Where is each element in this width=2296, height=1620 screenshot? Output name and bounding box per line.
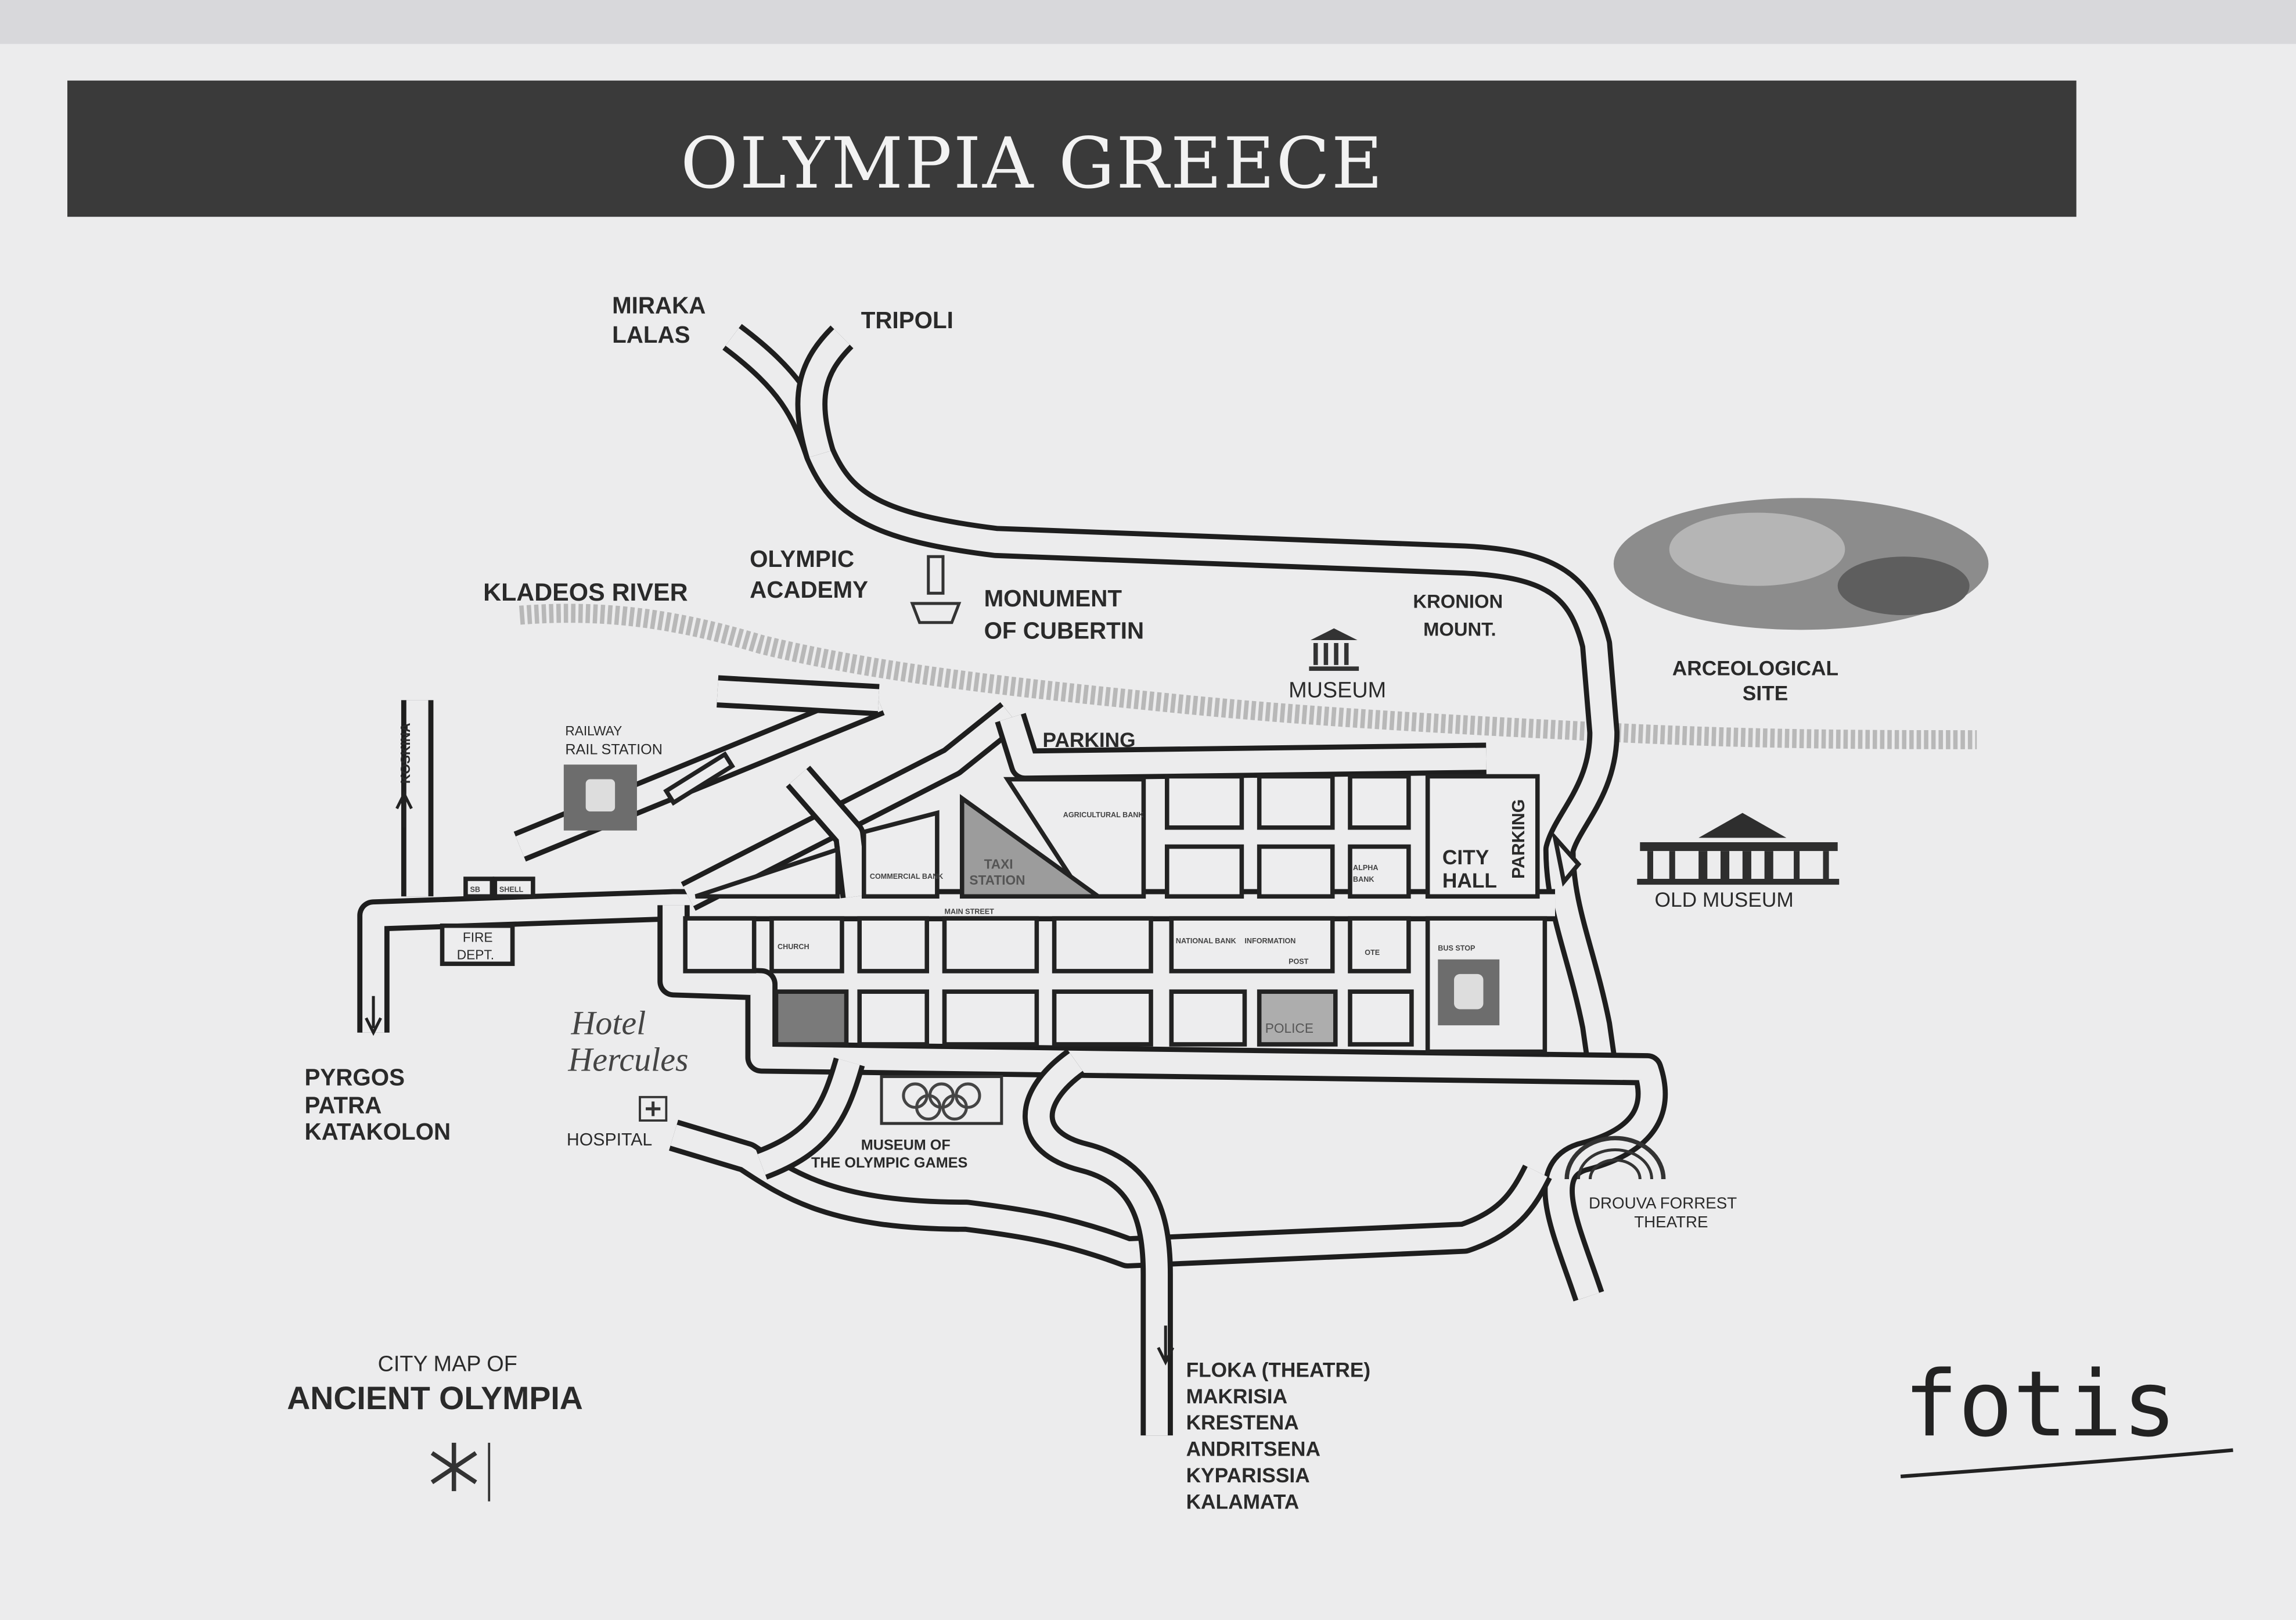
svg-text:SITE: SITE xyxy=(1743,682,1788,705)
svg-text:RAILWAY: RAILWAY xyxy=(565,723,622,738)
svg-text:MAIN STREET: MAIN STREET xyxy=(944,908,994,916)
svg-text:KRONION: KRONION xyxy=(1413,591,1503,612)
svg-text:CHURCH: CHURCH xyxy=(778,943,809,951)
svg-text:PYRGOS: PYRGOS xyxy=(305,1064,405,1091)
svg-text:SB: SB xyxy=(470,886,480,894)
svg-text:THEATRE: THEATRE xyxy=(1634,1213,1708,1231)
svg-text:TAXI: TAXI xyxy=(984,856,1013,871)
kladeos-river xyxy=(519,604,1977,749)
svg-text:POLICE: POLICE xyxy=(1265,1021,1313,1036)
svg-text:RAIL STATION: RAIL STATION xyxy=(565,742,663,758)
city-blocks xyxy=(440,751,1582,1054)
svg-text:COMMERCIAL BANK: COMMERCIAL BANK xyxy=(870,872,943,881)
svg-text:CITY: CITY xyxy=(1442,846,1489,869)
svg-text:INFORMATION: INFORMATION xyxy=(1244,937,1295,945)
arrow-floka-icon xyxy=(1157,1326,1175,1366)
svg-text:MIRAKA: MIRAKA xyxy=(612,292,706,319)
north-arrow-icon xyxy=(430,1442,491,1502)
svg-text:KRESTENA: KRESTENA xyxy=(1186,1411,1299,1434)
svg-text:BANK: BANK xyxy=(1353,875,1374,883)
svg-text:THE OLYMPIC GAMES: THE OLYMPIC GAMES xyxy=(811,1155,967,1171)
svg-text:BUS STOP: BUS STOP xyxy=(1438,944,1475,953)
svg-text:MONUMENT: MONUMENT xyxy=(984,585,1122,612)
svg-text:ALPHA: ALPHA xyxy=(1353,864,1378,872)
svg-text:STATION: STATION xyxy=(969,872,1025,888)
svg-text:OTE: OTE xyxy=(1365,949,1380,957)
svg-text:NATIONAL BANK: NATIONAL BANK xyxy=(1176,937,1236,945)
svg-text:MOUNT.: MOUNT. xyxy=(1423,618,1496,640)
title-bar xyxy=(67,80,2077,217)
svg-text:ANDRITSENA: ANDRITSENA xyxy=(1186,1438,1320,1461)
svg-text:PARKING: PARKING xyxy=(1509,799,1528,879)
handwritten-signature: fotis xyxy=(1903,1351,2177,1457)
svg-text:DEPT.: DEPT. xyxy=(457,947,494,962)
svg-text:KLADEOS RIVER: KLADEOS RIVER xyxy=(483,579,688,606)
svg-text:KATAKOLON: KATAKOLON xyxy=(305,1118,451,1145)
svg-text:MAKRISIA: MAKRISIA xyxy=(1186,1385,1288,1408)
svg-text:DROUVA FORREST: DROUVA FORREST xyxy=(1589,1194,1737,1212)
svg-text:TRIPOLI: TRIPOLI xyxy=(861,307,953,333)
svg-text:OLYMPIC: OLYMPIC xyxy=(750,545,854,572)
svg-text:FIRE: FIRE xyxy=(463,929,493,944)
svg-text:Hotel: Hotel xyxy=(570,1004,646,1041)
svg-text:MUSEUM OF: MUSEUM OF xyxy=(861,1137,951,1154)
svg-text:CITY MAP OF: CITY MAP OF xyxy=(378,1352,517,1376)
svg-text:OF CUBERTIN: OF CUBERTIN xyxy=(984,617,1145,644)
monument-icon xyxy=(910,555,962,624)
svg-text:OLD MUSEUM: OLD MUSEUM xyxy=(1655,889,1794,911)
map-title: OLYMPIA GREECE xyxy=(681,123,1384,204)
old-museum-image xyxy=(1637,813,1840,885)
map-labels: MIRAKA LALAS TRIPOLI OLYMPIC ACADEMY KLA… xyxy=(287,292,1838,1514)
museum-icon xyxy=(1309,628,1359,671)
svg-text:KOSKINA: KOSKINA xyxy=(398,723,413,784)
olympic-rings-icon xyxy=(880,1075,1003,1125)
svg-text:AGRICULTURAL BANK: AGRICULTURAL BANK xyxy=(1063,811,1144,819)
svg-text:ARCEOLOGICAL: ARCEOLOGICAL xyxy=(1672,658,1838,680)
theatre-icon xyxy=(1564,1136,1666,1180)
svg-text:PATRA: PATRA xyxy=(305,1091,382,1118)
signature-underline xyxy=(1900,1448,2233,1479)
svg-text:HOSPITAL: HOSPITAL xyxy=(567,1130,652,1150)
arrow-koskina-icon xyxy=(395,791,413,828)
archaeological-site-image xyxy=(1613,498,1989,630)
svg-text:HALL: HALL xyxy=(1442,870,1497,892)
svg-text:ANCIENT OLYMPIA: ANCIENT OLYMPIA xyxy=(287,1380,583,1416)
svg-text:KYPARISSIA: KYPARISSIA xyxy=(1186,1464,1310,1487)
svg-text:Hercules: Hercules xyxy=(567,1040,688,1078)
svg-text:ACADEMY: ACADEMY xyxy=(750,576,868,603)
svg-text:PARKING: PARKING xyxy=(1042,729,1135,752)
svg-text:SHELL: SHELL xyxy=(499,886,524,894)
svg-text:POST: POST xyxy=(1289,957,1309,965)
svg-text:KALAMATA: KALAMATA xyxy=(1186,1490,1300,1513)
svg-text:FLOKA (THEATRE): FLOKA (THEATRE) xyxy=(1186,1359,1371,1381)
svg-text:LALAS: LALAS xyxy=(612,321,690,348)
svg-text:MUSEUM: MUSEUM xyxy=(1289,678,1386,702)
arrow-pyrgos-icon xyxy=(365,996,382,1036)
hospital-icon xyxy=(639,1095,668,1122)
